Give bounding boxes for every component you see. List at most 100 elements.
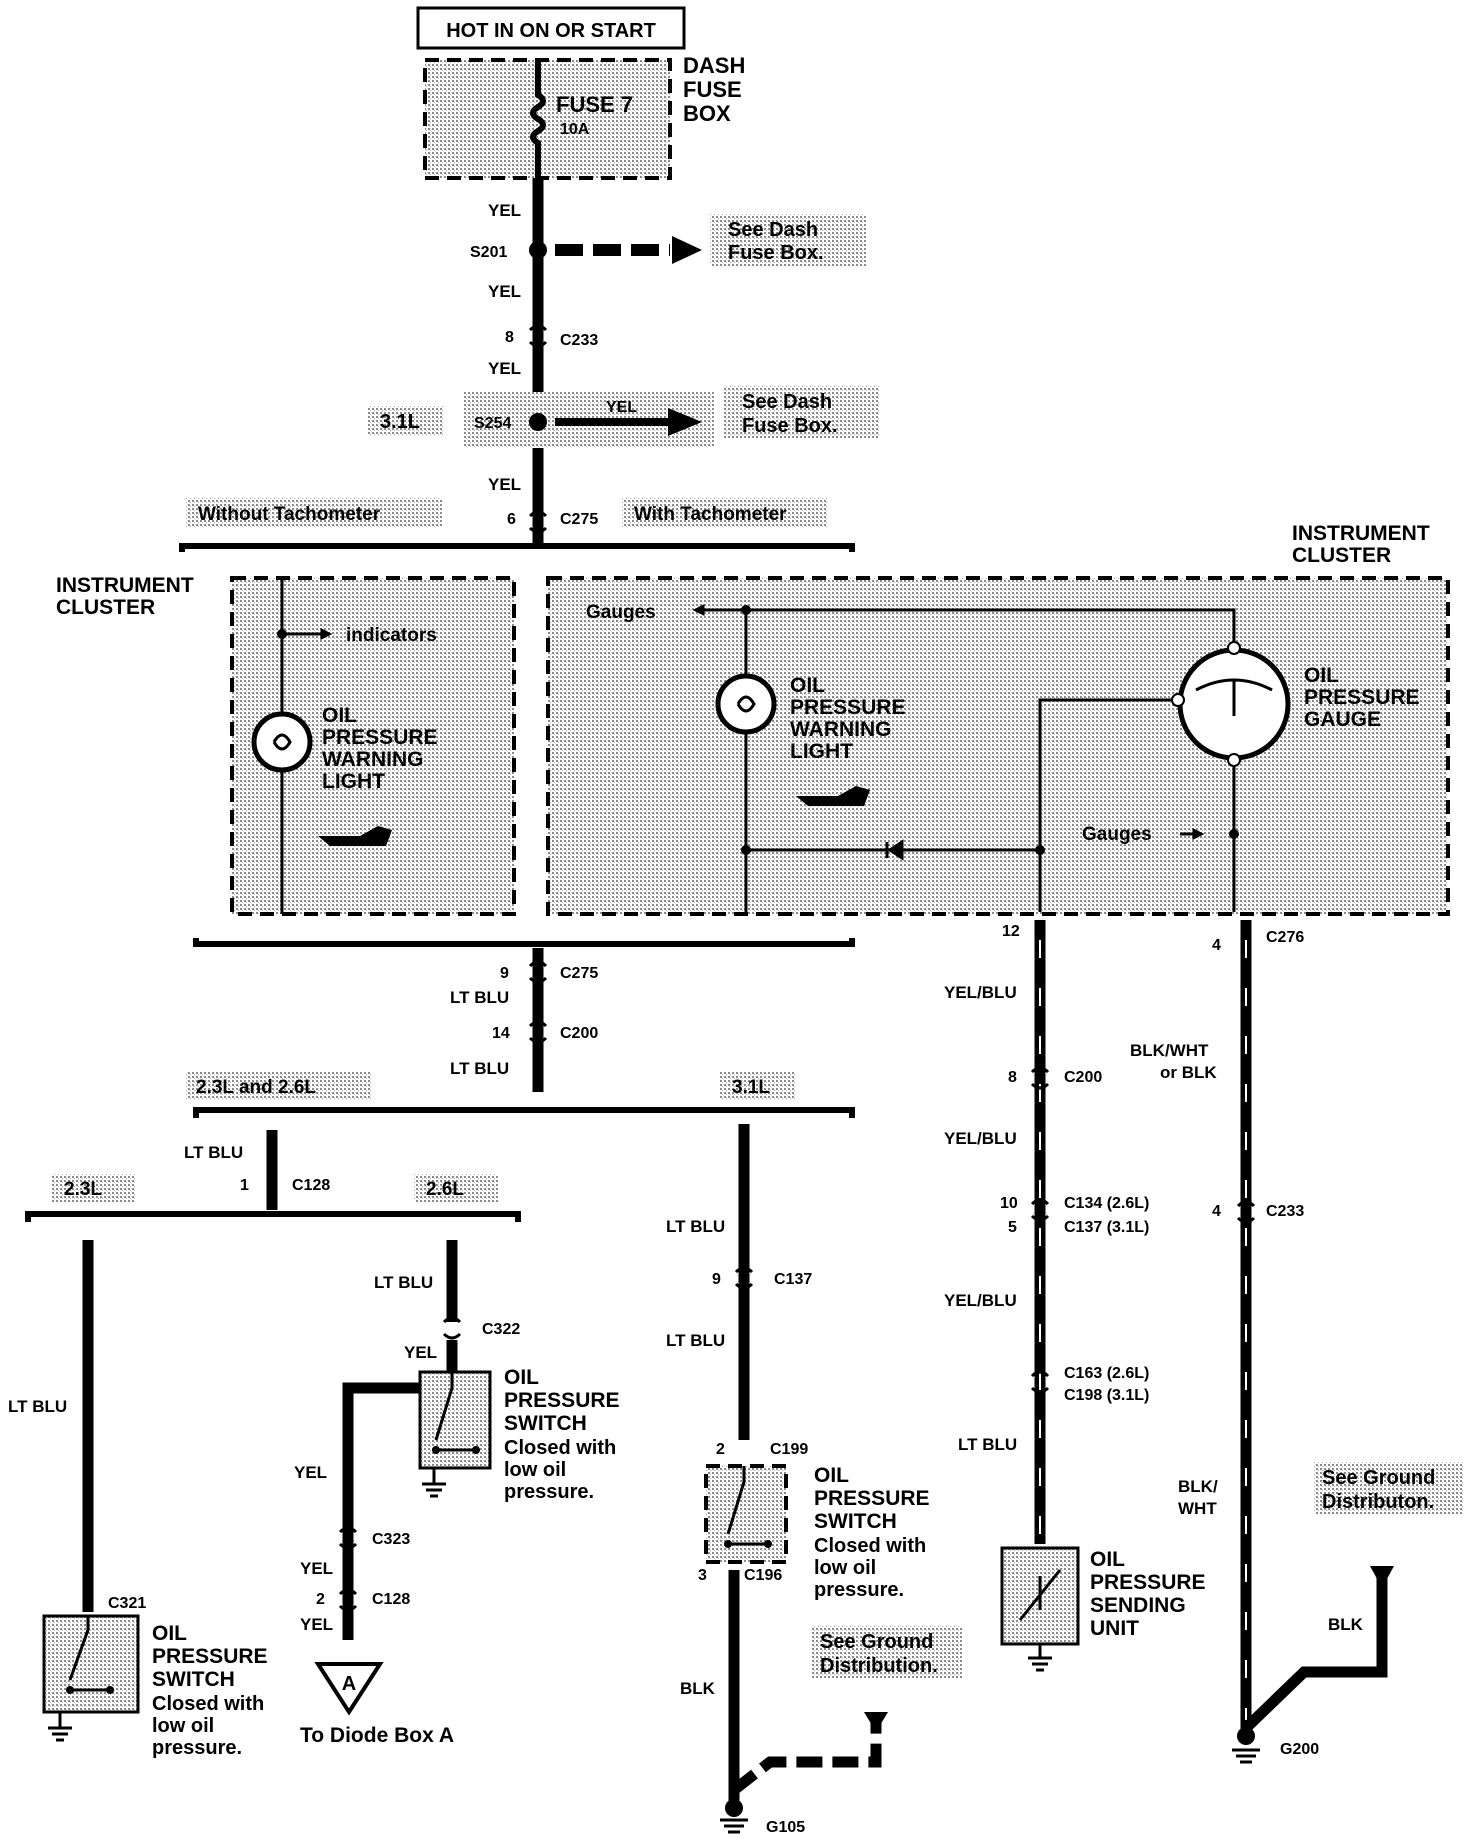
cluster-label-right-1: INSTRUMENT — [1292, 522, 1430, 545]
switch-23-note-3: pressure. — [152, 1737, 242, 1759]
cluster-label-left-2: CLUSTER — [56, 596, 155, 619]
gauge-label-2: PRESSURE — [1304, 686, 1420, 709]
switch-26-box — [418, 1370, 492, 1470]
c323-label: C323 — [372, 1531, 410, 1548]
see-dash-1-line-1: See Dash — [728, 219, 818, 241]
see-dash-2-box — [724, 386, 880, 438]
option-23: 2.3L — [64, 1179, 102, 1200]
warning-light-right-4: LIGHT — [790, 740, 853, 763]
g105-dashed-wire — [730, 1718, 882, 1795]
s254-wire-yel: YEL — [606, 399, 637, 416]
c199-pin: 2 — [716, 1441, 725, 1458]
option-bracket-bottom — [193, 938, 855, 947]
wire-label-blk-wht-3: BLK/ — [1178, 1477, 1218, 1496]
cluster-right-box — [546, 576, 1450, 916]
see-ground-1-line-2: Distribution. — [820, 1655, 938, 1677]
option-without-tach: Without Tachometer — [198, 504, 381, 525]
c137b-pin: 5 — [1008, 1219, 1017, 1236]
wire-label-blk-wht-2: or BLK — [1160, 1063, 1217, 1082]
warning-light-right-2: PRESSURE — [790, 696, 906, 719]
c137b-label: C137 (3.1L) — [1064, 1219, 1149, 1236]
warning-light-left-3: WARNING — [322, 748, 424, 771]
wire-label-lt-blu-1: LT BLU — [450, 988, 509, 1007]
c137-label: C137 — [774, 1271, 812, 1288]
g105-ground-icon — [725, 1799, 743, 1817]
switch-23-box — [42, 1614, 140, 1714]
c200-right-pin: 8 — [1008, 1069, 1017, 1086]
warning-light-left-icon — [251, 711, 313, 773]
c199-label: C199 — [770, 1441, 808, 1458]
see-ground-1-line-1: See Ground — [820, 1631, 933, 1653]
splice-s201-label: S201 — [470, 244, 507, 261]
c163-label: C163 (2.6L) — [1064, 1365, 1149, 1382]
c128-bottom-label: C128 — [372, 1591, 410, 1608]
g105-label: G105 — [766, 1819, 805, 1836]
gauge-label-3: GAUGE — [1304, 708, 1381, 731]
c275-bottom-label: C275 — [560, 965, 598, 982]
gauge-label-1: OIL — [1304, 664, 1339, 687]
switch-26-note-2: low oil — [504, 1459, 566, 1481]
c134-pin: 10 — [1000, 1195, 1018, 1212]
c233-connector-icon — [528, 324, 548, 348]
sending-unit-label-1: OIL — [1090, 1548, 1125, 1571]
option-31-box — [368, 406, 444, 436]
g200-ground-icon — [1237, 1727, 1255, 1745]
fuse-box-label-2: FUSE — [683, 77, 742, 102]
see-ground-1-box — [812, 1626, 962, 1678]
wire-label-yel-2: YEL — [488, 282, 521, 301]
option-31-lower-box — [720, 1072, 796, 1100]
c233-pin: 8 — [505, 329, 514, 346]
warning-light-left-4: LIGHT — [322, 770, 385, 793]
option-31-lower: 3.1L — [732, 1077, 770, 1098]
c233-right-pin: 4 — [1212, 1203, 1221, 1220]
warning-light-left-2: PRESSURE — [322, 726, 438, 749]
switch-23-label-3: SWITCH — [152, 1668, 235, 1691]
switch-31-note-1: Closed with — [814, 1535, 926, 1557]
gauge-sender-wire — [1038, 698, 1172, 912]
switch-31-label-2: PRESSURE — [814, 1487, 930, 1510]
switch-26-label-3: SWITCH — [504, 1412, 587, 1435]
splice-s201 — [529, 241, 547, 259]
splice-s254-label: S254 — [474, 415, 511, 432]
wire-label-yel-7: YEL — [300, 1559, 333, 1578]
switch-26-label-2: PRESSURE — [504, 1389, 620, 1412]
oil-can-right-icon — [796, 786, 870, 806]
option-bracket-23-26 — [25, 1211, 521, 1222]
wire-label-yel-blu-3: YEL/BLU — [944, 1291, 1017, 1310]
gauges-label-left: Gauges — [586, 602, 656, 623]
c134-label: C134 (2.6L) — [1064, 1195, 1149, 1212]
switch-31-note-2: low oil — [814, 1557, 876, 1579]
cluster-label-left-1: INSTRUMENT — [56, 574, 194, 597]
see-dash-2-line-1: See Dash — [742, 391, 832, 413]
s201-arrow-icon — [672, 236, 702, 264]
c275-top-pin: 6 — [507, 511, 516, 528]
cluster-label-right-2: CLUSTER — [1292, 544, 1391, 567]
c276-label: C276 — [1266, 929, 1304, 946]
c321-label: C321 — [108, 1595, 146, 1612]
wire-label-blk-2: BLK — [1328, 1615, 1364, 1634]
diode-icon — [885, 839, 904, 861]
switch-23-label-2: PRESSURE — [152, 1645, 268, 1668]
wire-label-yel-6: YEL — [294, 1463, 327, 1482]
switch-31-label-1: OIL — [814, 1464, 849, 1487]
option-with-tach: With Tachometer — [634, 504, 787, 525]
option-23-26: 2.3L and 2.6L — [196, 1077, 316, 1098]
option-bracket-top — [179, 543, 855, 552]
warning-light-right-3: WARNING — [790, 718, 892, 741]
wire-label-yel-blu-1: YEL/BLU — [944, 983, 1017, 1002]
hot-label: HOT IN ON OR START — [446, 20, 656, 42]
c233-label: C233 — [560, 332, 598, 349]
wire-label-yel-5: YEL — [404, 1343, 437, 1362]
switch-26-ground-icon — [422, 1468, 446, 1498]
g200-label: G200 — [1280, 1741, 1319, 1758]
wire-label-lt-blu-7: LT BLU — [666, 1331, 725, 1350]
splice-s254 — [529, 413, 547, 431]
warning-light-right-1: OIL — [790, 674, 825, 697]
dash-fuse-box-label: DASH FUSE BOX — [683, 53, 745, 126]
option-31: 3.1L — [380, 411, 420, 433]
fuse-box-label-3: BOX — [683, 101, 731, 126]
c196-pin: 3 — [698, 1567, 707, 1584]
switch-23-note-1: Closed with — [152, 1693, 264, 1715]
wire-label-blk-wht-1: BLK/WHT — [1130, 1041, 1209, 1060]
